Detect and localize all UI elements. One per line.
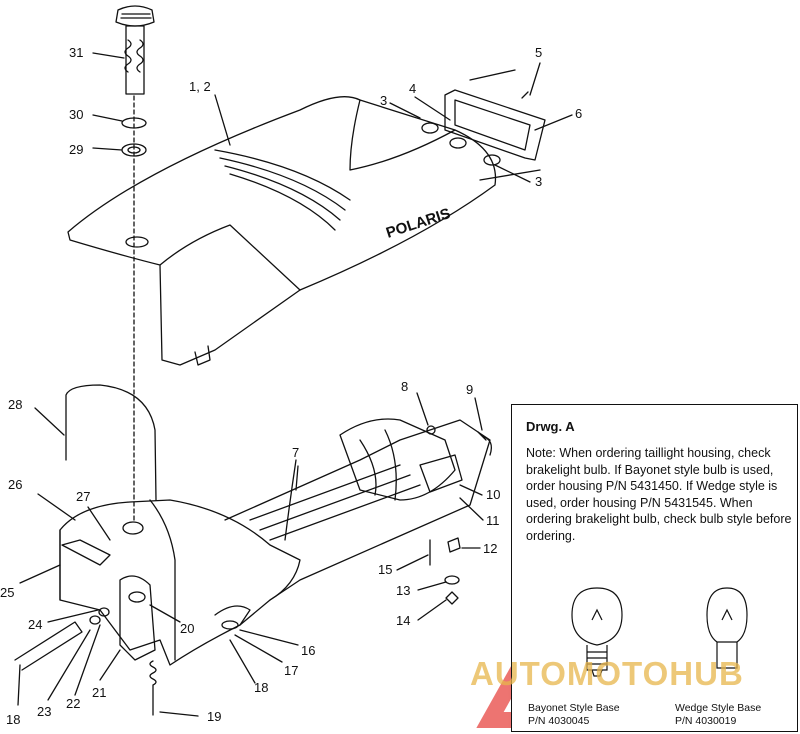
callout-4: 4 xyxy=(409,81,417,96)
callout-5: 5 xyxy=(535,45,543,60)
callout-18-left: 18 xyxy=(6,712,21,727)
wedge-caption: Wedge Style Base xyxy=(675,702,762,714)
wedge-bulb-icon xyxy=(706,587,748,669)
fuel-tank-part xyxy=(59,499,301,666)
callout-9: 9 xyxy=(466,382,474,397)
callout-24: 24 xyxy=(28,617,43,632)
callout-14: 14 xyxy=(396,613,411,628)
polaris-logo: POLARIS xyxy=(384,205,453,242)
callout-17: 17 xyxy=(284,663,299,678)
callout-3-bottom: 3 xyxy=(535,174,543,189)
callout-6: 6 xyxy=(575,106,583,121)
drawing-a-inset: Drwg. A Note: When ordering taillight ho… xyxy=(511,404,798,732)
callout-8: 8 xyxy=(401,379,409,394)
callout-1-2: 1, 2 xyxy=(189,79,211,94)
chassis-tunnel-part xyxy=(224,418,491,601)
callout-22: 22 xyxy=(66,696,81,711)
callout-23: 23 xyxy=(37,704,52,719)
bayonet-caption: Bayonet Style Base xyxy=(528,702,620,714)
callout-16: 16 xyxy=(301,643,316,658)
cable-part xyxy=(284,459,297,541)
callout-11: 11 xyxy=(486,513,500,528)
bayonet-bulb-icon xyxy=(571,587,623,677)
callout-18-right: 18 xyxy=(254,680,269,695)
seat-hood-part xyxy=(67,96,497,366)
callout-7: 7 xyxy=(292,445,300,460)
spring-part xyxy=(149,660,157,716)
callout-25: 25 xyxy=(0,585,15,600)
fuel-line-part xyxy=(14,621,83,671)
bayonet-part-number: P/N 4030045 xyxy=(528,715,590,727)
callout-28: 28 xyxy=(8,397,23,412)
drawing-a-title: Drwg. A xyxy=(526,419,575,434)
taillight-housing-part xyxy=(421,69,546,181)
watermark-text: AUTOMOTOHUB xyxy=(470,655,744,692)
callout-3-top: 3 xyxy=(380,93,388,108)
callout-21: 21 xyxy=(92,685,107,700)
callout-19: 19 xyxy=(207,709,222,724)
wedge-part-number: P/N 4030019 xyxy=(675,715,737,727)
callout-10: 10 xyxy=(486,487,501,502)
callout-20: 20 xyxy=(180,621,195,636)
bulb-illustrations xyxy=(571,587,748,677)
wire-harness-part xyxy=(65,384,157,501)
callout-31: 31 xyxy=(69,45,84,60)
drawing-a-note: Note: When ordering taillight housing, c… xyxy=(526,446,792,543)
fuel-cap-part xyxy=(115,5,155,95)
callout-15: 15 xyxy=(378,562,393,577)
callout-27: 27 xyxy=(76,489,91,504)
callout-12: 12 xyxy=(483,541,498,556)
callout-29: 29 xyxy=(69,142,84,157)
callout-13: 13 xyxy=(396,583,411,598)
callout-30: 30 xyxy=(69,107,84,122)
callout-26: 26 xyxy=(8,477,23,492)
